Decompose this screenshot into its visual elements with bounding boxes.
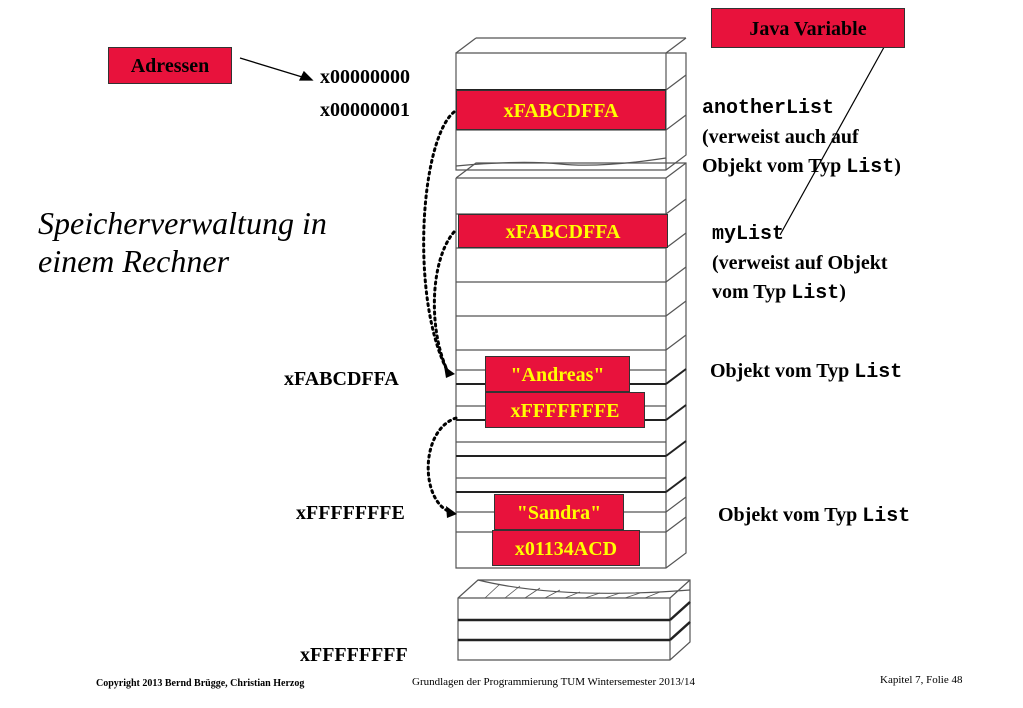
page-title-line2: einem Rechner: [38, 243, 230, 279]
footer-copyright: Copyright 2013 Bernd Brügge, Christian H…: [96, 678, 305, 689]
footer-course: Grundlagen der Programmierung TUM Winter…: [412, 676, 695, 688]
mylist-var: myList: [712, 223, 785, 246]
cell-obj2-next-text: x01134ACD: [514, 538, 618, 560]
cell-ref-anotherlist: xFABCDFFA: [456, 90, 666, 130]
mylist-desc2: vom Typ List): [712, 281, 846, 305]
cell-obj2-name-text: "Sandra": [516, 502, 602, 524]
page-title: Speicherverwaltung in einem Rechner: [38, 204, 327, 280]
address-x00000000: x00000000: [320, 66, 410, 88]
address-x00000001: x00000001: [320, 99, 410, 121]
cell-ref-mylist-text: xFABCDFFA: [505, 221, 621, 243]
address-list2: xFFFFFFFE: [296, 502, 405, 524]
java-variable-pointer: [779, 39, 889, 236]
cell-obj1-name: "Andreas": [485, 356, 630, 392]
anotherlist-annotation: anotherList (verweist auch auf Objekt vo…: [702, 94, 901, 182]
memory-block-3: [457, 579, 691, 661]
adressen-label: Adressen: [108, 47, 232, 84]
cell-obj2-next: x01134ACD: [492, 530, 640, 566]
address-list1: xFABCDFFA: [284, 368, 399, 390]
adressen-text: Adressen: [130, 55, 210, 77]
java-variable-text: Java Variable: [749, 18, 867, 40]
anotherlist-var: anotherList: [702, 97, 835, 120]
cell-obj1-next-text: xFFFFFFFE: [510, 400, 620, 422]
cell-ref-mylist: xFABCDFFA: [458, 214, 668, 248]
ref-arrow-anotherlist: [422, 110, 456, 374]
ref-arrow-head-1: [444, 366, 455, 378]
object-label-2: Objekt vom Typ List: [718, 504, 911, 528]
java-variable-label: Java Variable: [711, 8, 905, 48]
ref-arrow-mylist: [432, 230, 456, 374]
object-label-1: Objekt vom Typ List: [710, 360, 903, 384]
cell-obj2-name: "Sandra": [494, 494, 624, 530]
anotherlist-desc2: Objekt vom Typ List): [702, 155, 901, 179]
cell-ref-anotherlist-text: xFABCDFFA: [503, 100, 619, 122]
mylist-desc1: (verweist auf Objekt: [712, 252, 888, 274]
mylist-annotation: myList (verweist auf Objekt vom Typ List…: [712, 220, 888, 308]
address-last: xFFFFFFFF: [300, 644, 408, 666]
page-title-line1: Speicherverwaltung in: [38, 205, 327, 241]
anotherlist-desc1: (verweist auch auf: [702, 126, 859, 148]
adressen-arrow: [239, 57, 314, 81]
footer-slide: Kapitel 7, Folie 48: [880, 674, 963, 686]
ref-arrow-head-2: [446, 506, 457, 518]
ref-arrow-next: [426, 416, 458, 514]
cell-obj1-name-text: "Andreas": [510, 364, 605, 386]
cell-obj1-next: xFFFFFFFE: [485, 392, 645, 428]
